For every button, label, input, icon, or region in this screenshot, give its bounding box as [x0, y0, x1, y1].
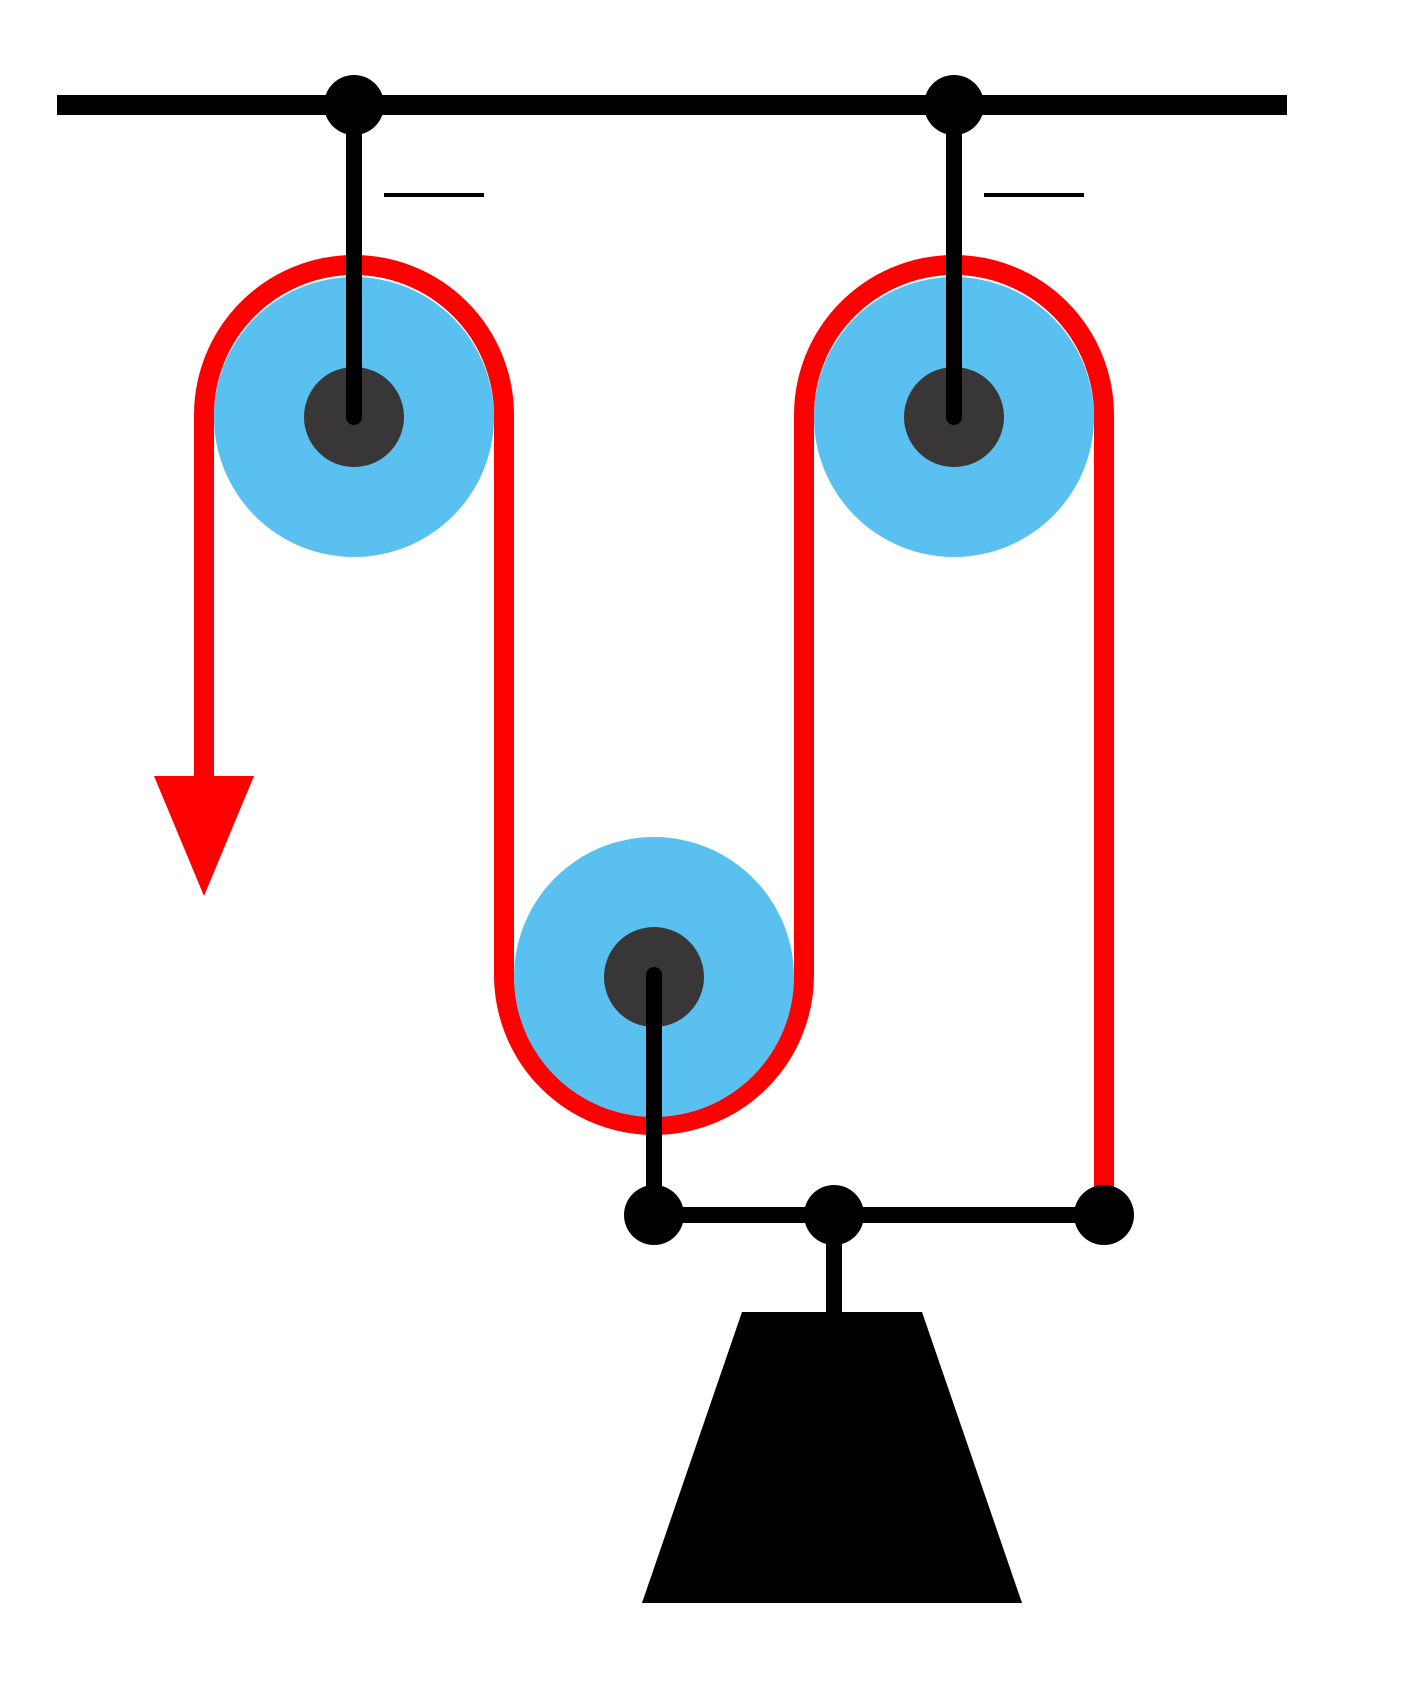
load-weight — [642, 1312, 1022, 1603]
ceiling-joint-left — [324, 75, 384, 135]
pull-arrow — [154, 776, 254, 896]
ceiling-joint-right — [924, 75, 984, 135]
load-bar-joint-right — [1074, 1185, 1134, 1245]
load-bar-joint-left — [624, 1185, 684, 1245]
